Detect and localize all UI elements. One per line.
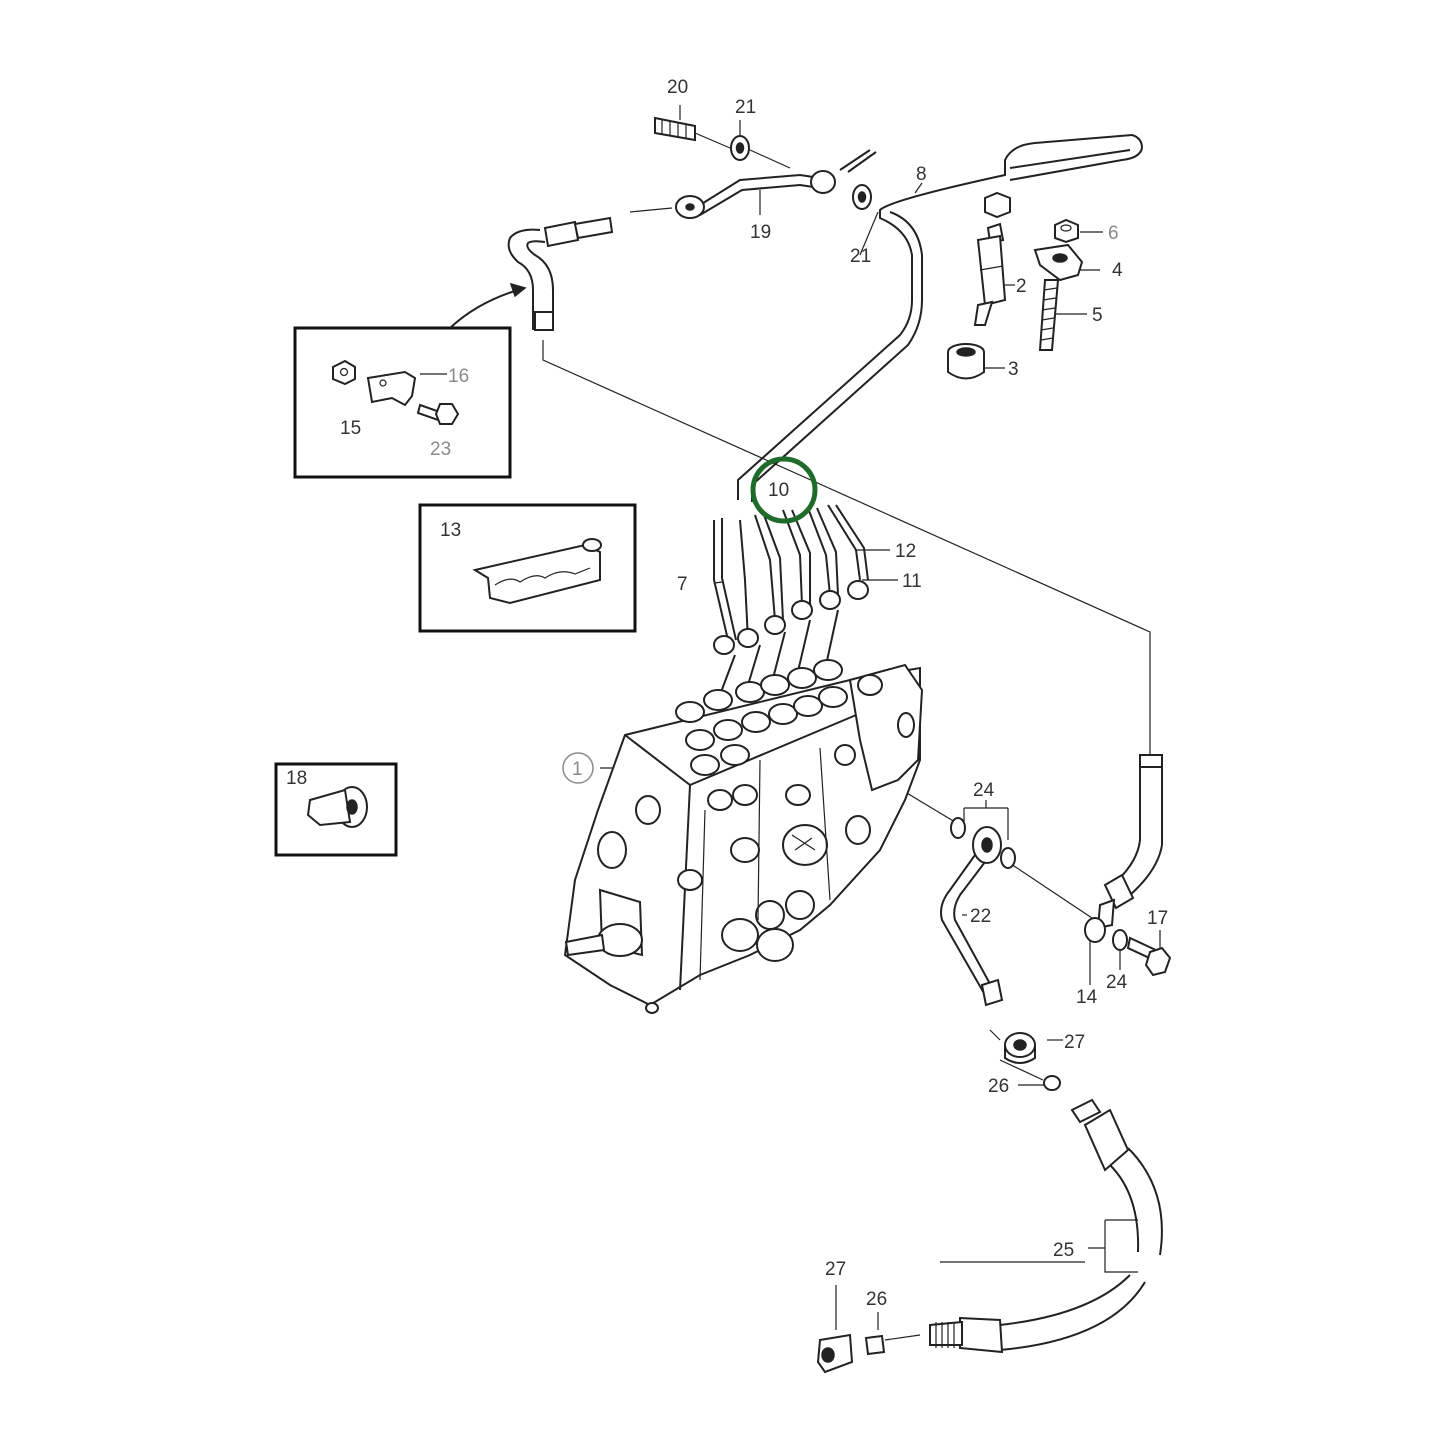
callout-26-lower[interactable]: 26: [866, 1289, 887, 1310]
callout-5[interactable]: 5: [1092, 305, 1103, 326]
injection-pump-1: [563, 659, 924, 1014]
callout-4[interactable]: 4: [1112, 260, 1123, 281]
callout-25[interactable]: 25: [1053, 1240, 1074, 1261]
callout-20[interactable]: 20: [667, 77, 688, 98]
banjo-fitting-22: [940, 817, 1016, 1007]
washer-21-top: [730, 135, 791, 169]
callout-1[interactable]: 1: [572, 759, 583, 780]
callout-18[interactable]: 18: [286, 768, 307, 789]
callout-6[interactable]: 6: [1108, 223, 1119, 244]
callout-7[interactable]: 7: [677, 574, 688, 595]
callout-21-top[interactable]: 21: [735, 97, 756, 118]
callout-27-upper[interactable]: 27: [1064, 1032, 1085, 1053]
nut-6: [1054, 218, 1079, 244]
ferrule-26-upper: [1043, 1075, 1061, 1091]
callout-labels: 1 2 3 4 5 6 7 8 10 11 12 13 14 15 16 17 …: [286, 77, 1168, 1310]
stud-5: [1038, 279, 1060, 351]
callout-16[interactable]: 16: [448, 366, 469, 387]
callout-17[interactable]: 17: [1147, 908, 1168, 929]
callout-11[interactable]: 11: [902, 571, 922, 592]
inset-box-fitting-18: [274, 762, 398, 857]
hose-25: [884, 1098, 1163, 1354]
leak-off-pipe-19: [629, 149, 877, 219]
callout-13[interactable]: 13: [440, 520, 461, 541]
callout-21-bottom[interactable]: 21: [850, 246, 871, 267]
injector-2: [973, 191, 1011, 326]
callout-14[interactable]: 14: [1076, 987, 1098, 1008]
washer-21-bottom: [852, 184, 872, 210]
inset-box-clamp-13: [418, 503, 637, 633]
return-pipe-left: [507, 216, 614, 331]
callout-27-lower[interactable]: 27: [825, 1259, 846, 1280]
nut-27-lower: [816, 1333, 854, 1374]
callout-3[interactable]: 3: [1008, 359, 1019, 380]
fitting-14-24-17: [1084, 917, 1172, 977]
clamp-4: [1033, 243, 1084, 282]
nut-27-upper: [1004, 1032, 1036, 1064]
callout-1-circle: [562, 752, 594, 784]
callout-15[interactable]: 15: [340, 418, 361, 439]
callout-19[interactable]: 19: [750, 222, 771, 243]
callout-22[interactable]: 22: [970, 906, 991, 927]
fuel-pipe-8: [737, 133, 1144, 502]
callout-24-bottom[interactable]: 24: [1106, 972, 1128, 993]
ferrule-26-lower: [864, 1334, 886, 1356]
callout-12[interactable]: 12: [895, 541, 916, 562]
callout-8[interactable]: 8: [916, 164, 927, 185]
injection-pipes-7-11-12: [713, 504, 869, 701]
callout-24-top[interactable]: 24: [973, 780, 995, 801]
callout-23[interactable]: 23: [430, 439, 451, 460]
callout-26-upper[interactable]: 26: [988, 1076, 1009, 1097]
highlight-circle: [750, 456, 818, 524]
seal-3: [947, 343, 985, 380]
inset-box-bracket-15-16-23: [293, 282, 527, 479]
callout-10[interactable]: 10: [768, 480, 789, 501]
callout-2[interactable]: 2: [1016, 276, 1027, 297]
return-hose-right: [1096, 754, 1163, 930]
banjo-bolt-20: [654, 116, 731, 149]
